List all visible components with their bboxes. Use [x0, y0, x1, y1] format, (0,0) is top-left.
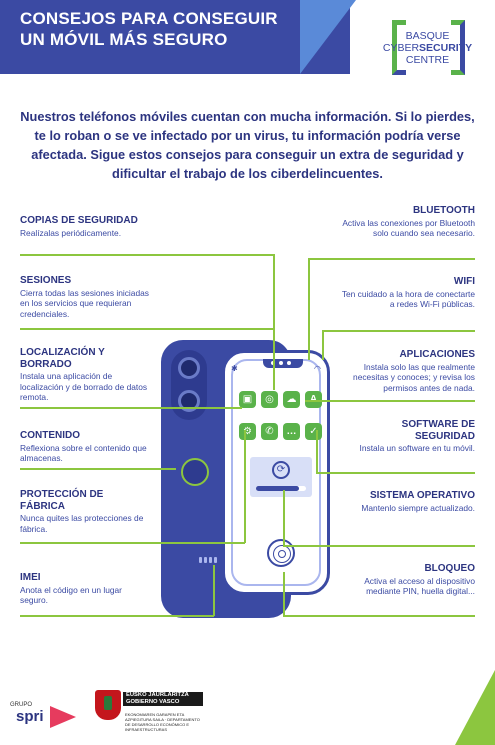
connector-line [20, 328, 274, 330]
compass-app-icon: ◎ [261, 391, 278, 408]
connector-line [308, 258, 310, 360]
system-update-card: ⟳ [250, 457, 312, 497]
app-store-icon: A [305, 391, 322, 408]
update-progress-fill [256, 486, 299, 491]
wifi-icon: ◠ [314, 364, 321, 373]
fingerprint-icon [267, 539, 295, 567]
settings-gear-icon: ⚙ [239, 423, 256, 440]
connector-line [20, 254, 274, 256]
camera-lens-icon [178, 357, 200, 379]
shield-icon: ✓ [305, 423, 322, 440]
phone-screen: ✱ ◠ ▣ ◎ ☁ A ⚙ ✆ … ✓ ⟳ [231, 359, 322, 586]
ej-department: EKONOMIAREN GARAPEN ETA AZPIEGITURA SAIL… [125, 712, 200, 732]
cloud-app-icon: ☁ [283, 391, 300, 408]
bluetooth-icon: ✱ [231, 364, 238, 373]
phone-call-icon: ✆ [261, 423, 278, 440]
connector-line [20, 542, 245, 544]
connector-line [20, 407, 242, 409]
update-progress-bar [256, 486, 306, 491]
intro-text: Nuestros teléfonos móviles cuentan con m… [20, 109, 475, 181]
spri-logo: GRUPO spri [10, 700, 80, 734]
logo-text: BASQUE CYBERSECURITY CENTRE [382, 30, 473, 66]
connector-line [305, 400, 475, 402]
spri-arrow-icon [50, 706, 76, 728]
connector-line [322, 330, 324, 360]
speaker-grille [199, 550, 223, 563]
phone-notch [263, 359, 303, 368]
camera-module [171, 350, 207, 420]
connector-line [244, 430, 246, 543]
header-banner-tail [300, 0, 356, 74]
connector-line [273, 254, 275, 390]
update-refresh-icon: ⟳ [272, 461, 290, 479]
connector-line [283, 490, 285, 546]
connector-line [316, 430, 318, 473]
header-banner [0, 0, 350, 74]
connector-line [283, 615, 475, 617]
page-title: CONSEJOS PARA CONSEGUIR UN MÓVIL MÁS SEG… [20, 9, 278, 49]
logo-bracket-left [392, 20, 406, 75]
connector-line [20, 615, 214, 617]
connector-line [308, 258, 475, 260]
gobierno-vasco-logo: EUSKO JAURLARITZA GOBIERNO VASCO EKONOMI… [95, 690, 205, 740]
bcsc-logo: BASQUE CYBERSECURITY CENTRE [380, 20, 475, 80]
connector-line [213, 565, 215, 616]
connector-line [322, 330, 475, 332]
backup-app-icon: ▣ [239, 391, 256, 408]
connector-line [20, 468, 176, 470]
chat-bubble-icon: … [283, 423, 300, 440]
rear-fingerprint-sensor [181, 458, 209, 486]
phone-front: ✱ ◠ ▣ ◎ ☁ A ⚙ ✆ … ✓ ⟳ [222, 350, 330, 595]
connector-line [283, 545, 475, 547]
ej-band: EUSKO JAURLARITZA GOBIERNO VASCO [123, 692, 203, 706]
corner-decoration [455, 670, 495, 745]
connector-line [316, 472, 475, 474]
basque-shield-icon [95, 690, 121, 720]
connector-line [283, 572, 285, 616]
camera-lens-icon [178, 390, 200, 412]
logo-bracket-right [451, 20, 465, 75]
